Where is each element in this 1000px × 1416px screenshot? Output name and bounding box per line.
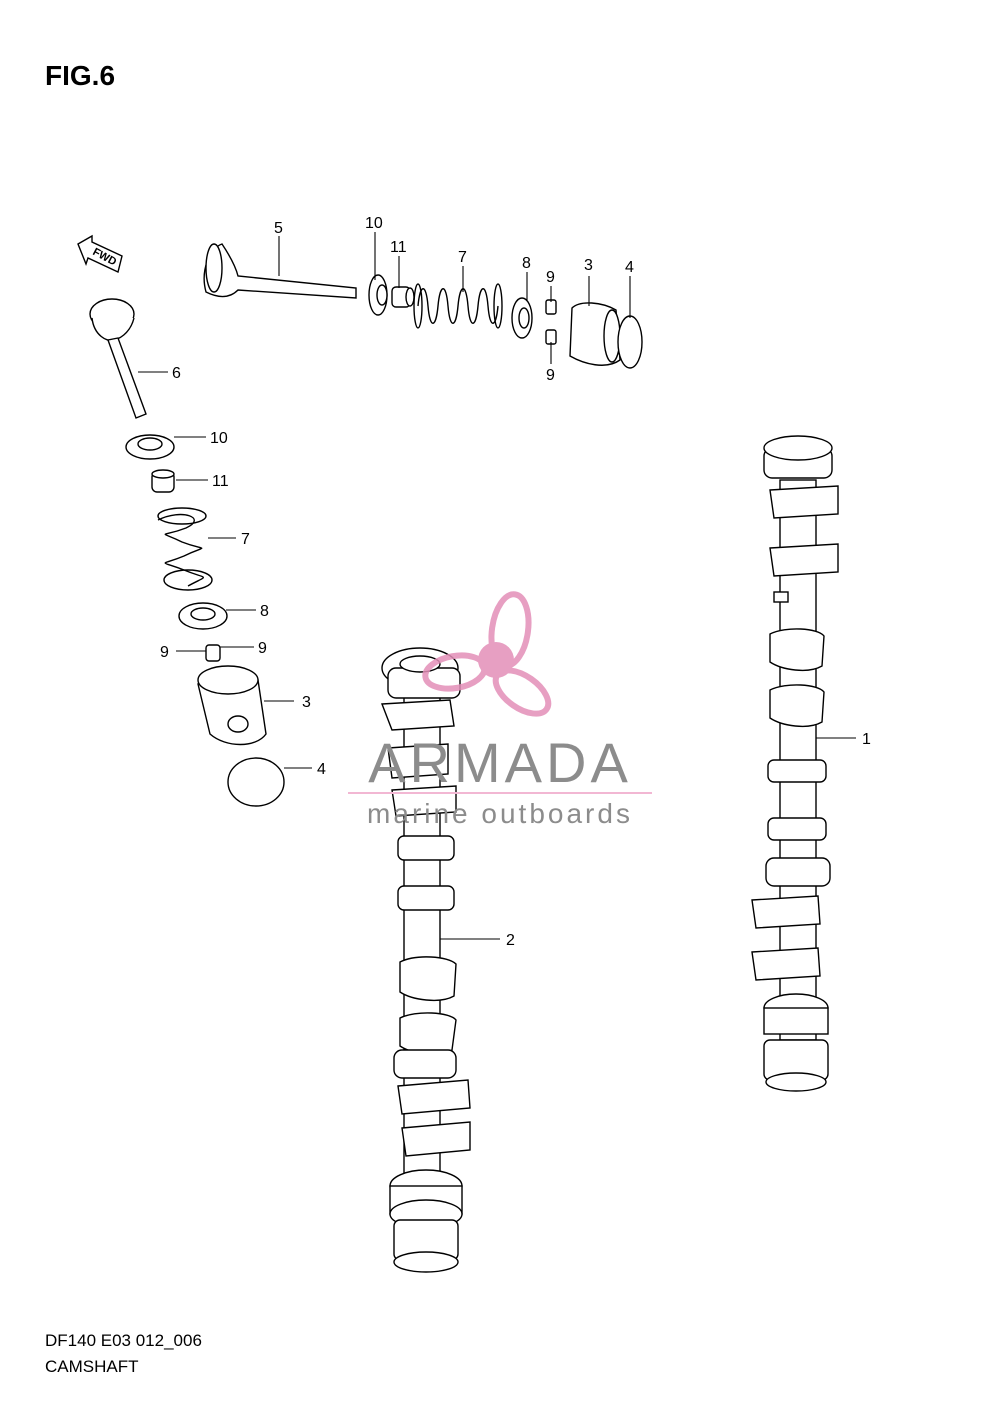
- callout-7-top: 7: [458, 249, 467, 266]
- valve-cotters-top: [545, 299, 557, 345]
- callout-10-top: 10: [365, 215, 383, 232]
- watermark-tagline: marine outboards: [367, 798, 633, 829]
- valve-spring-top: [413, 283, 503, 329]
- callout-8-top: 8: [522, 255, 531, 272]
- spring-retainer-left: [178, 602, 228, 630]
- shim-left: [227, 757, 285, 807]
- callout-3-top: 3: [584, 257, 593, 274]
- callout-6: 6: [172, 365, 181, 382]
- callout-3-left: 3: [302, 694, 311, 711]
- callout-9-top-lower: 9: [546, 367, 555, 384]
- forward-arrow-icon: FWD: [77, 234, 123, 273]
- callout-10-left: 10: [210, 430, 228, 447]
- callout-11-left: 11: [212, 473, 229, 490]
- diagram-code: DF140 E03 012_006: [45, 1331, 202, 1350]
- callout-9-top-upper: 9: [546, 269, 555, 286]
- callout-4-top: 4: [625, 259, 634, 276]
- valve-seal-top: [391, 286, 415, 308]
- callout-9-left-b: 9: [258, 640, 267, 657]
- valve-cotters-left: [205, 644, 221, 662]
- watermark-brand: ARMADA: [368, 731, 632, 794]
- valve-seal-left: [151, 469, 175, 493]
- callout-5: 5: [274, 220, 283, 237]
- intake-valve-vertical: [89, 298, 147, 419]
- spring-retainer-top: [511, 297, 533, 339]
- callout-7-left: 7: [241, 531, 250, 548]
- callout-9-left-a: 9: [160, 644, 169, 661]
- callout-2: 2: [506, 932, 515, 949]
- camshaft-center: [381, 647, 471, 1273]
- valve-spring-left: [157, 507, 213, 591]
- spring-seat-top: [368, 274, 388, 316]
- camshaft-right: [751, 435, 839, 1092]
- tappet-top: [569, 302, 621, 366]
- callout-4-left: 4: [317, 761, 326, 778]
- callout-8-left: 8: [260, 603, 269, 620]
- tappet-left: [197, 665, 267, 746]
- leader-lines: [138, 232, 856, 940]
- intake-valve-horizontal: [203, 243, 357, 299]
- figure-title: FIG.6: [45, 60, 116, 91]
- shim-top: [617, 315, 643, 369]
- callout-1: 1: [862, 731, 871, 748]
- spring-seat-left: [125, 434, 175, 460]
- armada-logo: [422, 591, 552, 717]
- diagram-name: CAMSHAFT: [45, 1357, 139, 1376]
- callout-11-top: 11: [390, 239, 407, 256]
